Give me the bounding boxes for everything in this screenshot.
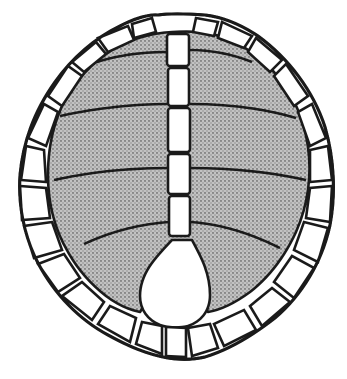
marginal-scute: [20, 186, 50, 220]
central-scute-4: [168, 154, 190, 194]
central-scute-2: [168, 68, 189, 106]
central-scute-5: [169, 196, 190, 236]
marginal-scute: [306, 186, 332, 222]
central-scute-3: [168, 108, 190, 152]
central-scute-1: [167, 34, 189, 66]
marginal-scute: [193, 18, 218, 36]
marginal-scute: [310, 146, 332, 182]
marginal-scute: [166, 327, 186, 357]
